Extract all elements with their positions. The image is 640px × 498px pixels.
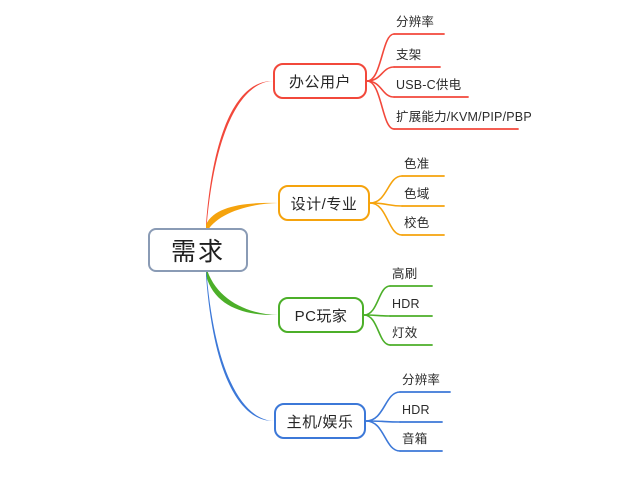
- branch-node-office[interactable]: 办公用户: [273, 63, 367, 99]
- leaf-connector-office-2: [366, 80, 395, 98]
- leaf-node-office-0[interactable]: 分辨率: [396, 15, 435, 29]
- main-branch-pcgamer: [206, 266, 278, 316]
- leaf-node-console-0[interactable]: 分辨率: [402, 373, 441, 387]
- leaf-connector-console-1: [365, 420, 401, 423]
- leaf-connector-console-0: [365, 391, 401, 422]
- leaf-connector-office-0: [366, 33, 395, 82]
- leaf-node-pcgamer-0[interactable]: 高刷: [392, 267, 418, 281]
- leaf-connector-pcgamer-2: [363, 314, 391, 346]
- leaf-node-office-2[interactable]: USB-C供电: [396, 78, 462, 92]
- leaf-connector-pcgamer-1: [363, 314, 391, 317]
- leaf-connector-office-1: [366, 66, 395, 82]
- root-node[interactable]: 需求: [148, 228, 248, 272]
- leaf-node-office-3[interactable]: 扩展能力/KVM/PIP/PBP: [396, 110, 532, 124]
- leaf-node-office-1[interactable]: 支架: [396, 48, 422, 62]
- leaf-node-design-2[interactable]: 校色: [404, 216, 430, 230]
- leaf-connector-design-1: [369, 202, 403, 207]
- leaf-node-pcgamer-1[interactable]: HDR: [392, 297, 420, 311]
- leaf-node-design-0[interactable]: 色准: [404, 157, 430, 171]
- branch-node-label: 设计/专业: [290, 195, 358, 213]
- main-branch-console: [206, 266, 274, 422]
- branch-node-label: 办公用户: [288, 73, 351, 91]
- leaf-connector-design-0: [369, 175, 403, 204]
- branch-node-label: 主机/娱乐: [286, 413, 354, 431]
- branch-node-label: PC玩家: [294, 307, 348, 325]
- leaf-connector-pcgamer-0: [363, 285, 391, 316]
- branch-node-console[interactable]: 主机/娱乐: [274, 403, 366, 439]
- main-branch-office: [206, 80, 273, 234]
- leaf-connector-console-2: [365, 420, 401, 452]
- leaf-connector-office-3: [366, 80, 395, 130]
- branch-node-design[interactable]: 设计/专业: [278, 185, 370, 221]
- leaf-node-console-1[interactable]: HDR: [402, 403, 430, 417]
- leaf-node-pcgamer-2[interactable]: 灯效: [392, 326, 418, 340]
- leaf-node-console-2[interactable]: 音箱: [402, 432, 428, 446]
- branch-node-pcgamer[interactable]: PC玩家: [278, 297, 364, 333]
- leaf-connector-design-2: [369, 202, 403, 236]
- leaf-node-design-1[interactable]: 色域: [404, 187, 430, 201]
